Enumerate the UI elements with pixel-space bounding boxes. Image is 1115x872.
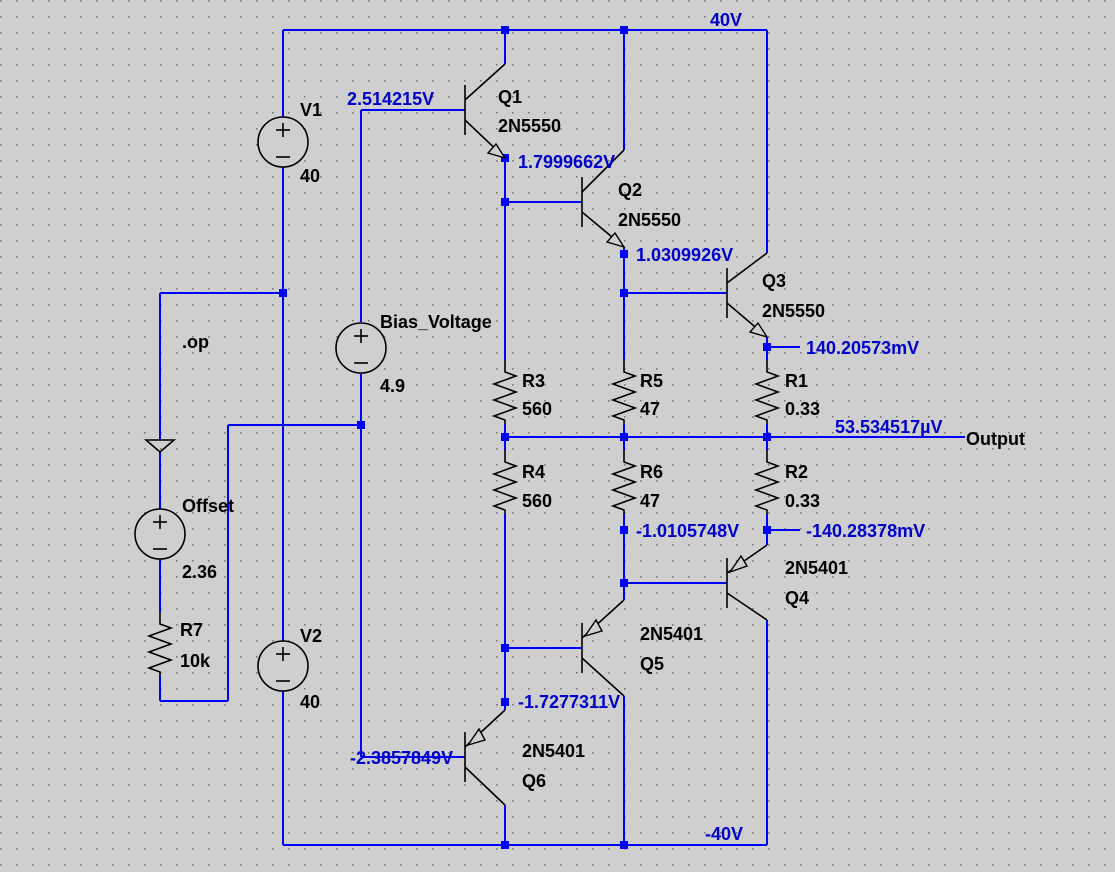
ground-icon [143, 439, 177, 454]
r1-value: 0.33 [785, 399, 820, 419]
node-voltage-q1-emitter: 1.7999662V [518, 152, 615, 172]
node-voltage-q3-emitter: 140.20573mV [806, 338, 919, 358]
node-voltage-q5-base: -1.7277311V [518, 692, 620, 712]
source-offset[interactable] [134, 508, 186, 560]
op-directive[interactable]: .op [182, 332, 209, 352]
node-voltage-q6-base: -2.3857849V [350, 748, 453, 768]
r6-value: 47 [640, 491, 660, 511]
r5-value: 47 [640, 399, 660, 419]
transistor-q6[interactable] [464, 709, 506, 806]
q5-model: 2N5401 [640, 624, 703, 644]
q3-model: 2N5550 [762, 301, 825, 321]
r7-name: R7 [180, 620, 203, 640]
rail-negative-label: -40V [705, 824, 743, 844]
source-v1[interactable] [257, 116, 309, 168]
resistor-r4[interactable] [491, 450, 519, 514]
offset-name: Offset [182, 496, 234, 516]
node-voltage-q4-emitter: -140.28378mV [806, 521, 925, 541]
q6-name: Q6 [522, 771, 546, 791]
offset-value: 2.36 [182, 562, 217, 582]
rail-positive-label: 40V [710, 10, 742, 30]
node-voltage-output: 53.534517µV [835, 417, 942, 437]
transistor-q2[interactable] [581, 149, 626, 249]
v2-name: V2 [300, 626, 322, 646]
resistor-r1[interactable] [753, 360, 781, 424]
resistor-r6[interactable] [610, 450, 638, 514]
r4-name: R4 [522, 462, 545, 482]
r2-name: R2 [785, 462, 808, 482]
q3-name: Q3 [762, 271, 786, 291]
bias-voltage-value: 4.9 [380, 376, 405, 396]
v1-value: 40 [300, 166, 320, 186]
r4-value: 560 [522, 491, 552, 511]
r2-value: 0.33 [785, 491, 820, 511]
source-v2[interactable] [257, 640, 309, 692]
output-net-label[interactable]: Output [966, 429, 1025, 449]
resistor-r2[interactable] [753, 450, 781, 514]
q6-model: 2N5401 [522, 741, 585, 761]
transistor-q3[interactable] [726, 252, 769, 339]
v1-name: V1 [300, 100, 322, 120]
node-voltage-q4-base: -1.0105748V [636, 521, 739, 541]
r3-value: 560 [522, 399, 552, 419]
q4-model: 2N5401 [785, 558, 848, 578]
v2-value: 40 [300, 692, 320, 712]
r7-value: 10k [180, 651, 211, 671]
q4-name: Q4 [785, 588, 809, 608]
q2-name: Q2 [618, 180, 642, 200]
resistor-r7[interactable] [146, 612, 174, 676]
resistor-r3[interactable] [491, 360, 519, 424]
resistor-r5[interactable] [610, 360, 638, 424]
q1-model: 2N5550 [498, 116, 561, 136]
node-voltage-q1-base: 2.514215V [347, 89, 434, 109]
r5-name: R5 [640, 371, 663, 391]
q2-model: 2N5550 [618, 210, 681, 230]
q5-name: Q5 [640, 654, 664, 674]
transistor-q5[interactable] [581, 599, 625, 697]
r1-name: R1 [785, 371, 808, 391]
transistor-q1[interactable] [464, 63, 507, 160]
source-bias-voltage[interactable] [335, 322, 387, 374]
wires [159, 29, 965, 846]
transistor-q4[interactable] [726, 544, 768, 621]
r3-name: R3 [522, 371, 545, 391]
r6-name: R6 [640, 462, 663, 482]
node-voltage-q2-emitter: 1.0309926V [636, 245, 733, 265]
bias-voltage-name: Bias_Voltage [380, 312, 492, 332]
q1-name: Q1 [498, 87, 522, 107]
